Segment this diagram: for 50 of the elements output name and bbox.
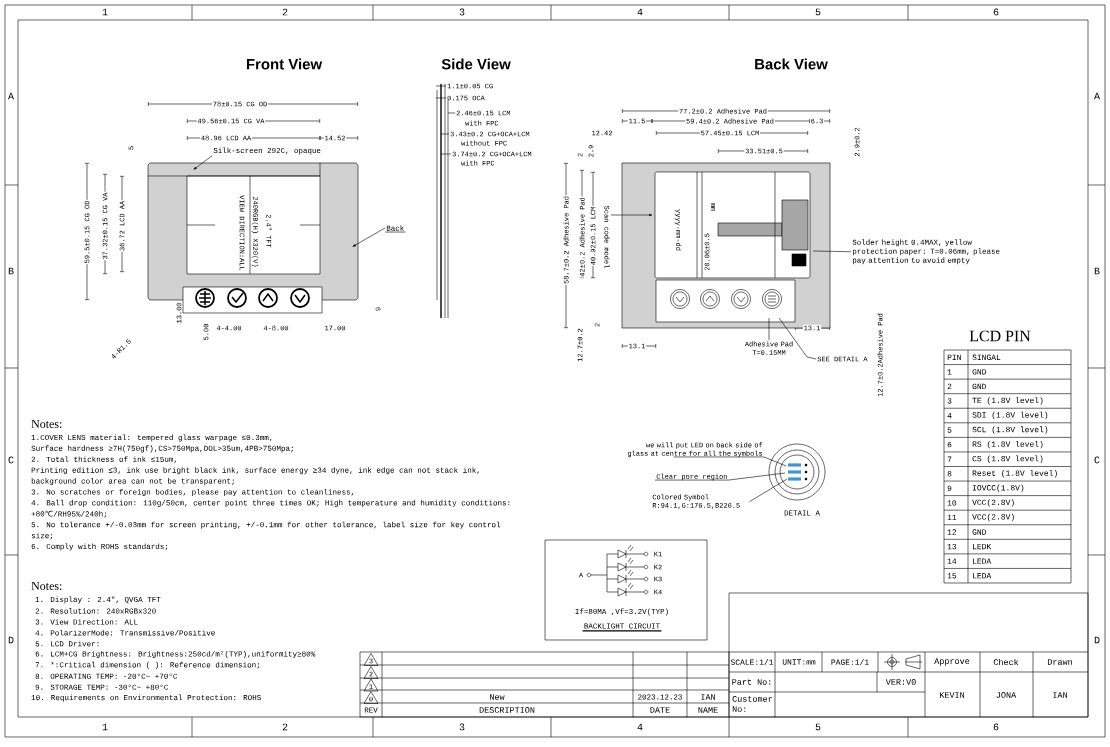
table-cell: VER:V0: [885, 679, 916, 685]
grid-reference: 5: [815, 8, 821, 16]
table-cell: DESCRIPTION: [479, 707, 535, 713]
grid-reference: 4: [637, 8, 643, 16]
table-cell: DATE: [650, 707, 670, 713]
grid-reference: C: [8, 456, 14, 464]
notes-heading: Notes:: [31, 582, 62, 590]
table-cell: IAN: [1053, 692, 1067, 698]
leader-line: [812, 250, 852, 253]
grid-reference: D: [1094, 636, 1100, 644]
leader-line: [749, 478, 788, 502]
table-cell: IAN: [701, 694, 715, 700]
grid-reference: C: [1094, 456, 1100, 464]
table-title: LCD PIN: [969, 330, 1031, 342]
grid-reference: B: [1094, 267, 1100, 275]
grid-reference: 6: [993, 723, 999, 731]
back-view-drawing: [621, 162, 831, 329]
view-title: Front View: [246, 58, 323, 70]
leader-line: [610, 213, 653, 217]
grid-reference: A: [1094, 92, 1100, 100]
table-cell: Approve: [934, 658, 970, 666]
grid-reference: B: [8, 267, 14, 275]
grid-reference: 6: [993, 8, 999, 16]
leader-line: [768, 317, 770, 341]
grid-reference: 3: [459, 723, 465, 731]
grid-reference: 3: [459, 8, 465, 16]
grid-reference: 4: [637, 723, 643, 731]
view-title: Back View: [755, 58, 828, 70]
leader-line: [673, 456, 787, 467]
table-cell: Drawn: [1047, 659, 1072, 665]
grid-reference: 1: [102, 8, 108, 16]
grid-reference: 2: [282, 8, 288, 16]
table-cell: JONA: [996, 692, 1017, 698]
table-cell: NAME: [698, 707, 718, 713]
notes-heading: Notes:: [31, 420, 62, 428]
grid-reference: A: [8, 92, 14, 100]
grid-reference: 1: [102, 723, 108, 731]
leader-line: [193, 155, 213, 170]
leader-line: [778, 317, 817, 360]
leader-line: [352, 227, 386, 247]
grid-reference: D: [8, 636, 14, 644]
table-cell: Customer No:: [732, 696, 772, 712]
table-cell: Part No:: [732, 679, 771, 685]
view-title: Side View: [441, 58, 511, 70]
table-cell: KEVIN: [939, 692, 965, 698]
table-cell: New: [490, 694, 505, 700]
grid-reference: 5: [815, 723, 821, 731]
grid-reference: 2: [282, 723, 288, 731]
leader-line: [654, 472, 786, 481]
table-cell: Check: [993, 658, 1019, 666]
